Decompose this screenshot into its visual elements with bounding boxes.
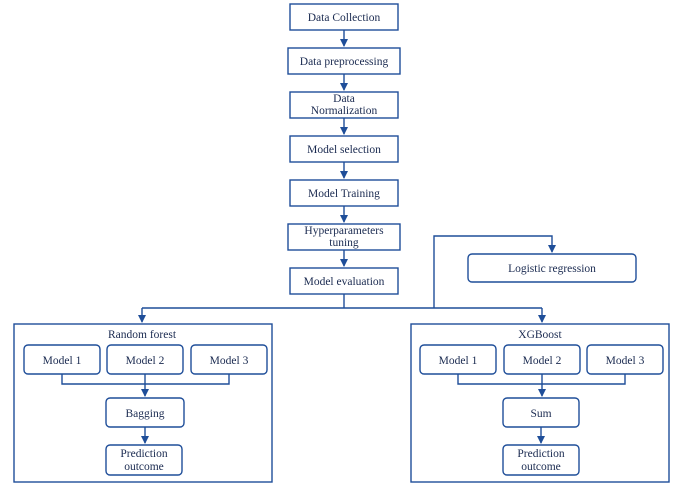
step-label-line2: tuning <box>329 237 359 249</box>
step-data-preprocessing: Data preprocessing <box>287 47 401 75</box>
rf-prediction-outcome: Prediction outcome <box>105 444 183 476</box>
step-label: Logistic regression <box>508 263 596 275</box>
outcome-label-line1: Prediction <box>517 448 565 460</box>
xgb-model-1: Model 1 <box>419 344 497 375</box>
rf-model-2: Model 2 <box>106 344 184 375</box>
rf-bagging: Bagging <box>105 397 185 428</box>
random-forest-title: Random forest <box>108 329 177 341</box>
bagging-label: Bagging <box>126 408 165 420</box>
step-label: Data Collection <box>308 12 381 24</box>
xgboost-title: XGBoost <box>518 329 562 341</box>
model-label: Model 2 <box>523 355 562 367</box>
rf-model-1: Model 1 <box>23 344 101 375</box>
step-model-selection: Model selection <box>289 135 399 163</box>
step-data-collection: Data Collection <box>289 3 399 31</box>
step-hyperparameters-tuning: Hyperparameters tuning <box>287 223 401 251</box>
model-label: Model 3 <box>606 355 645 367</box>
random-forest-group: Random forest Model 1 Model 2 Model 3 Ba… <box>13 323 273 483</box>
step-logistic-regression: Logistic regression <box>467 253 637 283</box>
xgb-model-2: Model 2 <box>503 344 581 375</box>
arrow-to-logistic-regression <box>433 235 556 308</box>
step-label-line1: Data <box>333 93 355 105</box>
xgb-sum: Sum <box>502 397 580 428</box>
rf-model-3: Model 3 <box>190 344 268 375</box>
step-label: Model evaluation <box>304 276 385 288</box>
step-label: Model selection <box>307 144 381 156</box>
sum-label: Sum <box>530 408 551 420</box>
model-label: Model 2 <box>126 355 165 367</box>
outcome-label-line2: outcome <box>124 461 164 473</box>
step-model-evaluation: Model evaluation <box>289 267 399 295</box>
xgboost-group: XGBoost Model 1 Model 2 Model 3 Sum Pred… <box>410 323 670 483</box>
xgb-model-3: Model 3 <box>586 344 664 375</box>
step-label: Data preprocessing <box>300 56 389 68</box>
step-label-line1: Hyperparameters <box>304 225 384 237</box>
outcome-label-line1: Prediction <box>120 448 168 460</box>
step-model-training: Model Training <box>289 179 399 207</box>
xgb-prediction-outcome: Prediction outcome <box>502 444 580 476</box>
model-label: Model 1 <box>43 355 82 367</box>
step-label: Model Training <box>308 188 380 200</box>
model-label: Model 1 <box>439 355 478 367</box>
model-label: Model 3 <box>210 355 249 367</box>
step-data-normalization: Data Normalization <box>289 91 399 119</box>
outcome-label-line2: outcome <box>521 461 561 473</box>
step-label-line2: Normalization <box>311 105 378 117</box>
